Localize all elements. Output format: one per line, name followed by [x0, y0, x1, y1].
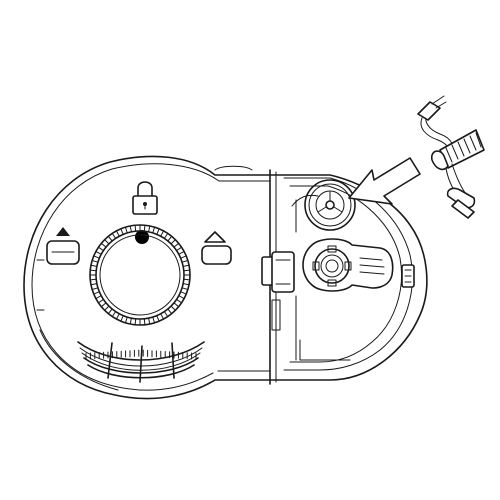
knurl-tooth [160, 313, 165, 320]
knurl-tooth [134, 224, 137, 232]
knurl-tooth [115, 230, 120, 237]
knurl-tooth [93, 291, 100, 295]
knurl-tooth [107, 308, 113, 315]
knurl-tooth [107, 235, 113, 242]
knurl-tooth [115, 313, 120, 320]
knurl-tooth [152, 316, 155, 324]
knurl-tooth [156, 228, 160, 235]
eject-tray-icon [46, 227, 80, 265]
knurl-tooth [93, 255, 100, 259]
knurl-tooth [170, 305, 176, 311]
knurl-tooth [97, 298, 104, 304]
knurl-tooth [91, 287, 99, 290]
padlock-icon [132, 181, 158, 215]
knurl-tooth [90, 264, 98, 267]
knurl-tooth [173, 242, 180, 248]
knurl-tooth [181, 260, 189, 263]
vent-grille [77, 341, 205, 383]
knurl-tooth [167, 235, 173, 242]
knurl-tooth [134, 318, 137, 326]
knurl-tooth [95, 250, 102, 255]
knurl-tooth [178, 295, 185, 300]
knurl-tooth [120, 315, 124, 322]
knurl-tooth [143, 318, 146, 326]
knurl-tooth [167, 308, 173, 315]
rim-details [36, 259, 45, 311]
knurl-tooth [163, 232, 169, 239]
knurl-tooth [183, 278, 191, 281]
knurl-tooth [90, 283, 98, 286]
knurl-tooth [89, 278, 97, 281]
knurl-tooth [156, 315, 160, 322]
knurl-tooth [91, 260, 99, 263]
knurl-tooth [104, 305, 110, 311]
knurl-tooth [173, 302, 180, 308]
knurl-tooth [111, 311, 117, 318]
housing-outline [23, 155, 428, 400]
knurl-tooth [129, 317, 132, 325]
knurl-tooth [125, 316, 128, 324]
knurl-tooth [125, 226, 128, 234]
eject-triangle-icon [201, 231, 232, 265]
knurl-tooth [180, 255, 187, 259]
knurl-tooth [148, 317, 151, 325]
knurled-dial [89, 224, 191, 326]
knurl-tooth [178, 250, 185, 255]
indicator-dot [135, 230, 149, 244]
lower-valve [302, 238, 394, 292]
knurl-tooth [160, 230, 165, 237]
knurl-tooth [152, 226, 155, 234]
knurl-tooth [143, 224, 146, 232]
knurl-tooth [176, 246, 183, 252]
knurl-tooth [120, 228, 124, 235]
upper-valve [304, 179, 356, 231]
knurl-tooth [148, 225, 151, 233]
vent-slots [85, 349, 197, 360]
knurl-tooth [89, 269, 97, 272]
knurl-tooth [170, 239, 176, 245]
knurl-tooth [129, 225, 132, 233]
knurl-tooth [100, 242, 107, 248]
knurl-tooth [183, 269, 191, 272]
hinge-divider [261, 169, 295, 385]
knurl-tooth [97, 246, 104, 252]
knurl-tooth [95, 295, 102, 300]
knurl-tooth [181, 287, 189, 290]
knurl-tooth [182, 283, 190, 286]
knurl-tooth [104, 239, 110, 245]
pointer-arrow [348, 157, 421, 205]
knurl-tooth [182, 264, 190, 267]
pump-hose [417, 95, 485, 219]
knurl-tooth [111, 232, 117, 239]
knurl-tooth [163, 311, 169, 318]
knurl-tooth [180, 291, 187, 295]
knurl-tooth [100, 302, 107, 308]
dial-knurl [89, 224, 191, 326]
knurl-tooth [176, 298, 183, 304]
